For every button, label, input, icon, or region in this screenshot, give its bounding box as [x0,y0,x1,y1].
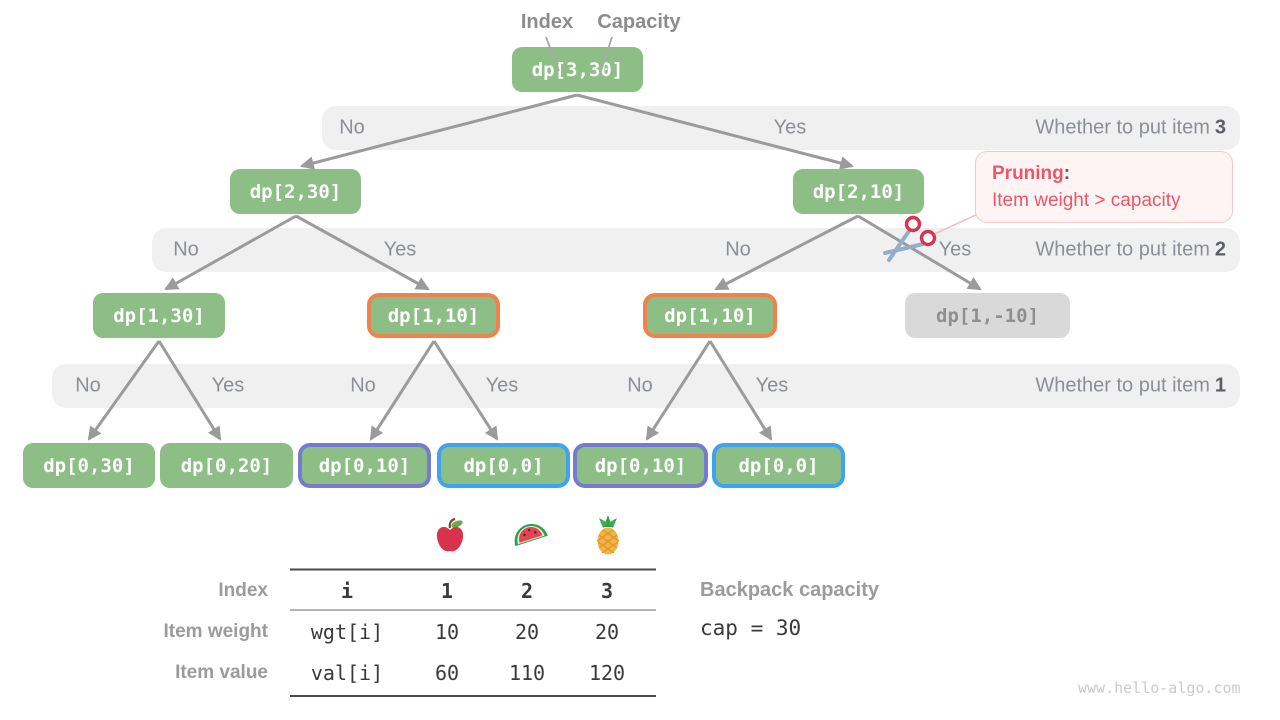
table-cell-index1: 1 [440,579,454,603]
band-question-text: Whether to put item [1035,374,1210,397]
tree-node-dp-2-10: dp[2,10] [793,169,924,214]
tree-node-dp-0-10-marked: dp[0,10] [573,443,708,488]
backpack-capacity-label: Backpack capacity [700,579,880,601]
scissors-icon [883,215,937,262]
table-row-label-index: Index [218,580,268,601]
decision-no-label: No [75,374,101,397]
tree-node-dp-1-30: dp[1,30] [93,293,225,338]
table-cell-val3: 120 [588,661,626,685]
tree-node-dp-2-30: dp[2,30] [230,169,361,214]
decision-yes-label: Yes [383,238,417,261]
pruning-colon: : [1063,163,1071,184]
table-cell-i: i [340,579,354,603]
table-cell-wgt1: 10 [434,620,460,644]
band-item-number: 3 [1214,116,1226,139]
capacity-label: Capacity [597,11,681,33]
tree-node-dp-3-30: dp[3,30] [512,47,643,92]
tree-node-dp-0-0-marked: dp[0,0] [712,443,845,488]
band-question-text: Whether to put item [1035,238,1210,261]
index-label: Index [520,11,574,33]
tree-node-dp-1-10-highlighted: dp[1,10] [367,293,500,338]
table-cell-wgt2: 20 [514,620,540,644]
band-question-text: Whether to put item [1035,116,1210,139]
table-cell-val2: 110 [508,661,546,685]
decision-yes-label: Yes [938,238,972,261]
watermark: www.hello-algo.com [1078,679,1241,697]
tree-node-dp-1-neg10-pruned: dp[1,-10] [905,293,1070,338]
decision-band-item1: No Yes No Yes No Yes Whether to put item… [52,364,1240,408]
table-cell-wgt-label: wgt[i] [310,620,384,644]
pruning-title-line: Pruning: [992,160,1216,187]
decision-no-label: No [725,238,751,261]
tree-node-dp-0-30: dp[0,30] [23,443,155,488]
pruning-body: Item weight > capacity [992,190,1181,211]
backpack-capacity-value: cap = 30 [700,616,802,640]
decision-yes-label: Yes [773,116,807,139]
decision-no-label: No [173,238,199,261]
table-cell-val-label: val[i] [310,661,384,685]
pruning-pointer-line [929,213,979,237]
decision-yes-label: Yes [485,374,519,397]
band-item-number: 1 [1214,374,1226,397]
tree-node-dp-0-0-marked: dp[0,0] [437,443,570,488]
table-cell-val1: 60 [434,661,460,685]
decision-yes-label: Yes [211,374,245,397]
tree-node-dp-1-10-highlighted: dp[1,10] [643,293,777,338]
table-cell-index2: 2 [520,579,534,603]
decision-yes-label: Yes [755,374,789,397]
pruning-title: Pruning [992,163,1064,184]
pruning-callout: Pruning: Item weight > capacity [975,151,1233,223]
decision-no-label: No [339,116,365,139]
apple-icon [436,517,464,552]
decision-no-label: No [350,374,376,397]
decision-no-label: No [627,374,653,397]
table-row-label-weight: Item weight [163,621,268,642]
tree-node-dp-0-20: dp[0,20] [160,443,293,488]
band-item-number: 2 [1214,238,1226,261]
tree-node-dp-0-10-marked: dp[0,10] [298,443,431,488]
watermelon-icon [514,523,548,547]
table-cell-wgt3: 20 [594,620,620,644]
table-cell-index3: 3 [600,579,614,603]
pineapple-icon [596,515,620,555]
table-row-label-value: Item value [175,662,268,683]
header-pointer-lines [545,36,613,72]
